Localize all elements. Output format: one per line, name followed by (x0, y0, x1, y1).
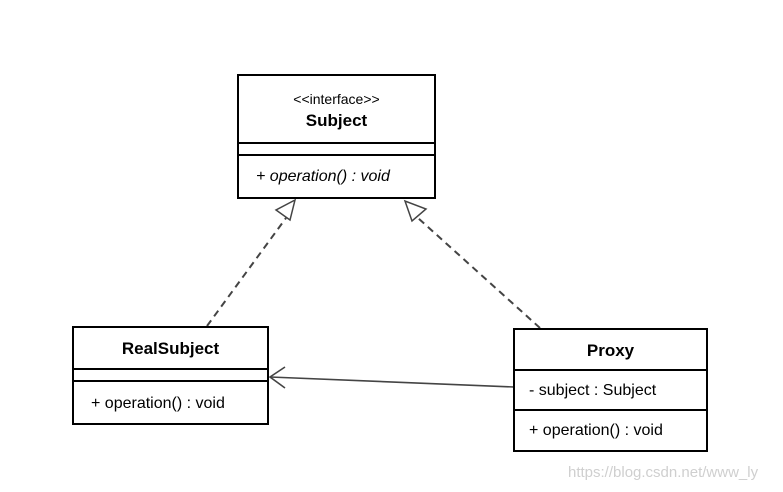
realization-arrowhead-proxy (403, 199, 428, 223)
watermark: https://blog.csdn.net/www_ly (568, 464, 759, 481)
subject-attributes-section (239, 142, 434, 154)
realization-line-realsubject (206, 217, 287, 327)
realsubject-operation: + operation() : void (74, 380, 267, 423)
subject-class-box[interactable]: <<interface>> Subject + operation() : vo… (237, 74, 436, 199)
realization-line-proxy (417, 217, 541, 329)
association-line (269, 376, 515, 388)
realsubject-attributes-section (74, 368, 267, 380)
subject-class-header: <<interface>> Subject (239, 76, 434, 142)
realsubject-class-box[interactable]: RealSubject + operation() : void (72, 326, 269, 425)
realsubject-class-header: RealSubject (74, 328, 267, 368)
subject-stereotype: <<interface>> (293, 91, 380, 107)
subject-operation: + operation() : void (239, 154, 434, 197)
subject-class-name: Subject (305, 111, 368, 130)
proxy-class-header: Proxy (515, 330, 706, 369)
realization-arrowhead-realsubject (274, 198, 297, 222)
proxy-attribute: - subject : Subject (515, 369, 706, 409)
proxy-operation: + operation() : void (515, 409, 706, 450)
realsubject-class-name: RealSubject (121, 339, 220, 358)
proxy-class-name: Proxy (586, 341, 635, 360)
association-arrowhead (268, 366, 286, 389)
proxy-class-box[interactable]: Proxy - subject : Subject + operation() … (513, 328, 708, 452)
